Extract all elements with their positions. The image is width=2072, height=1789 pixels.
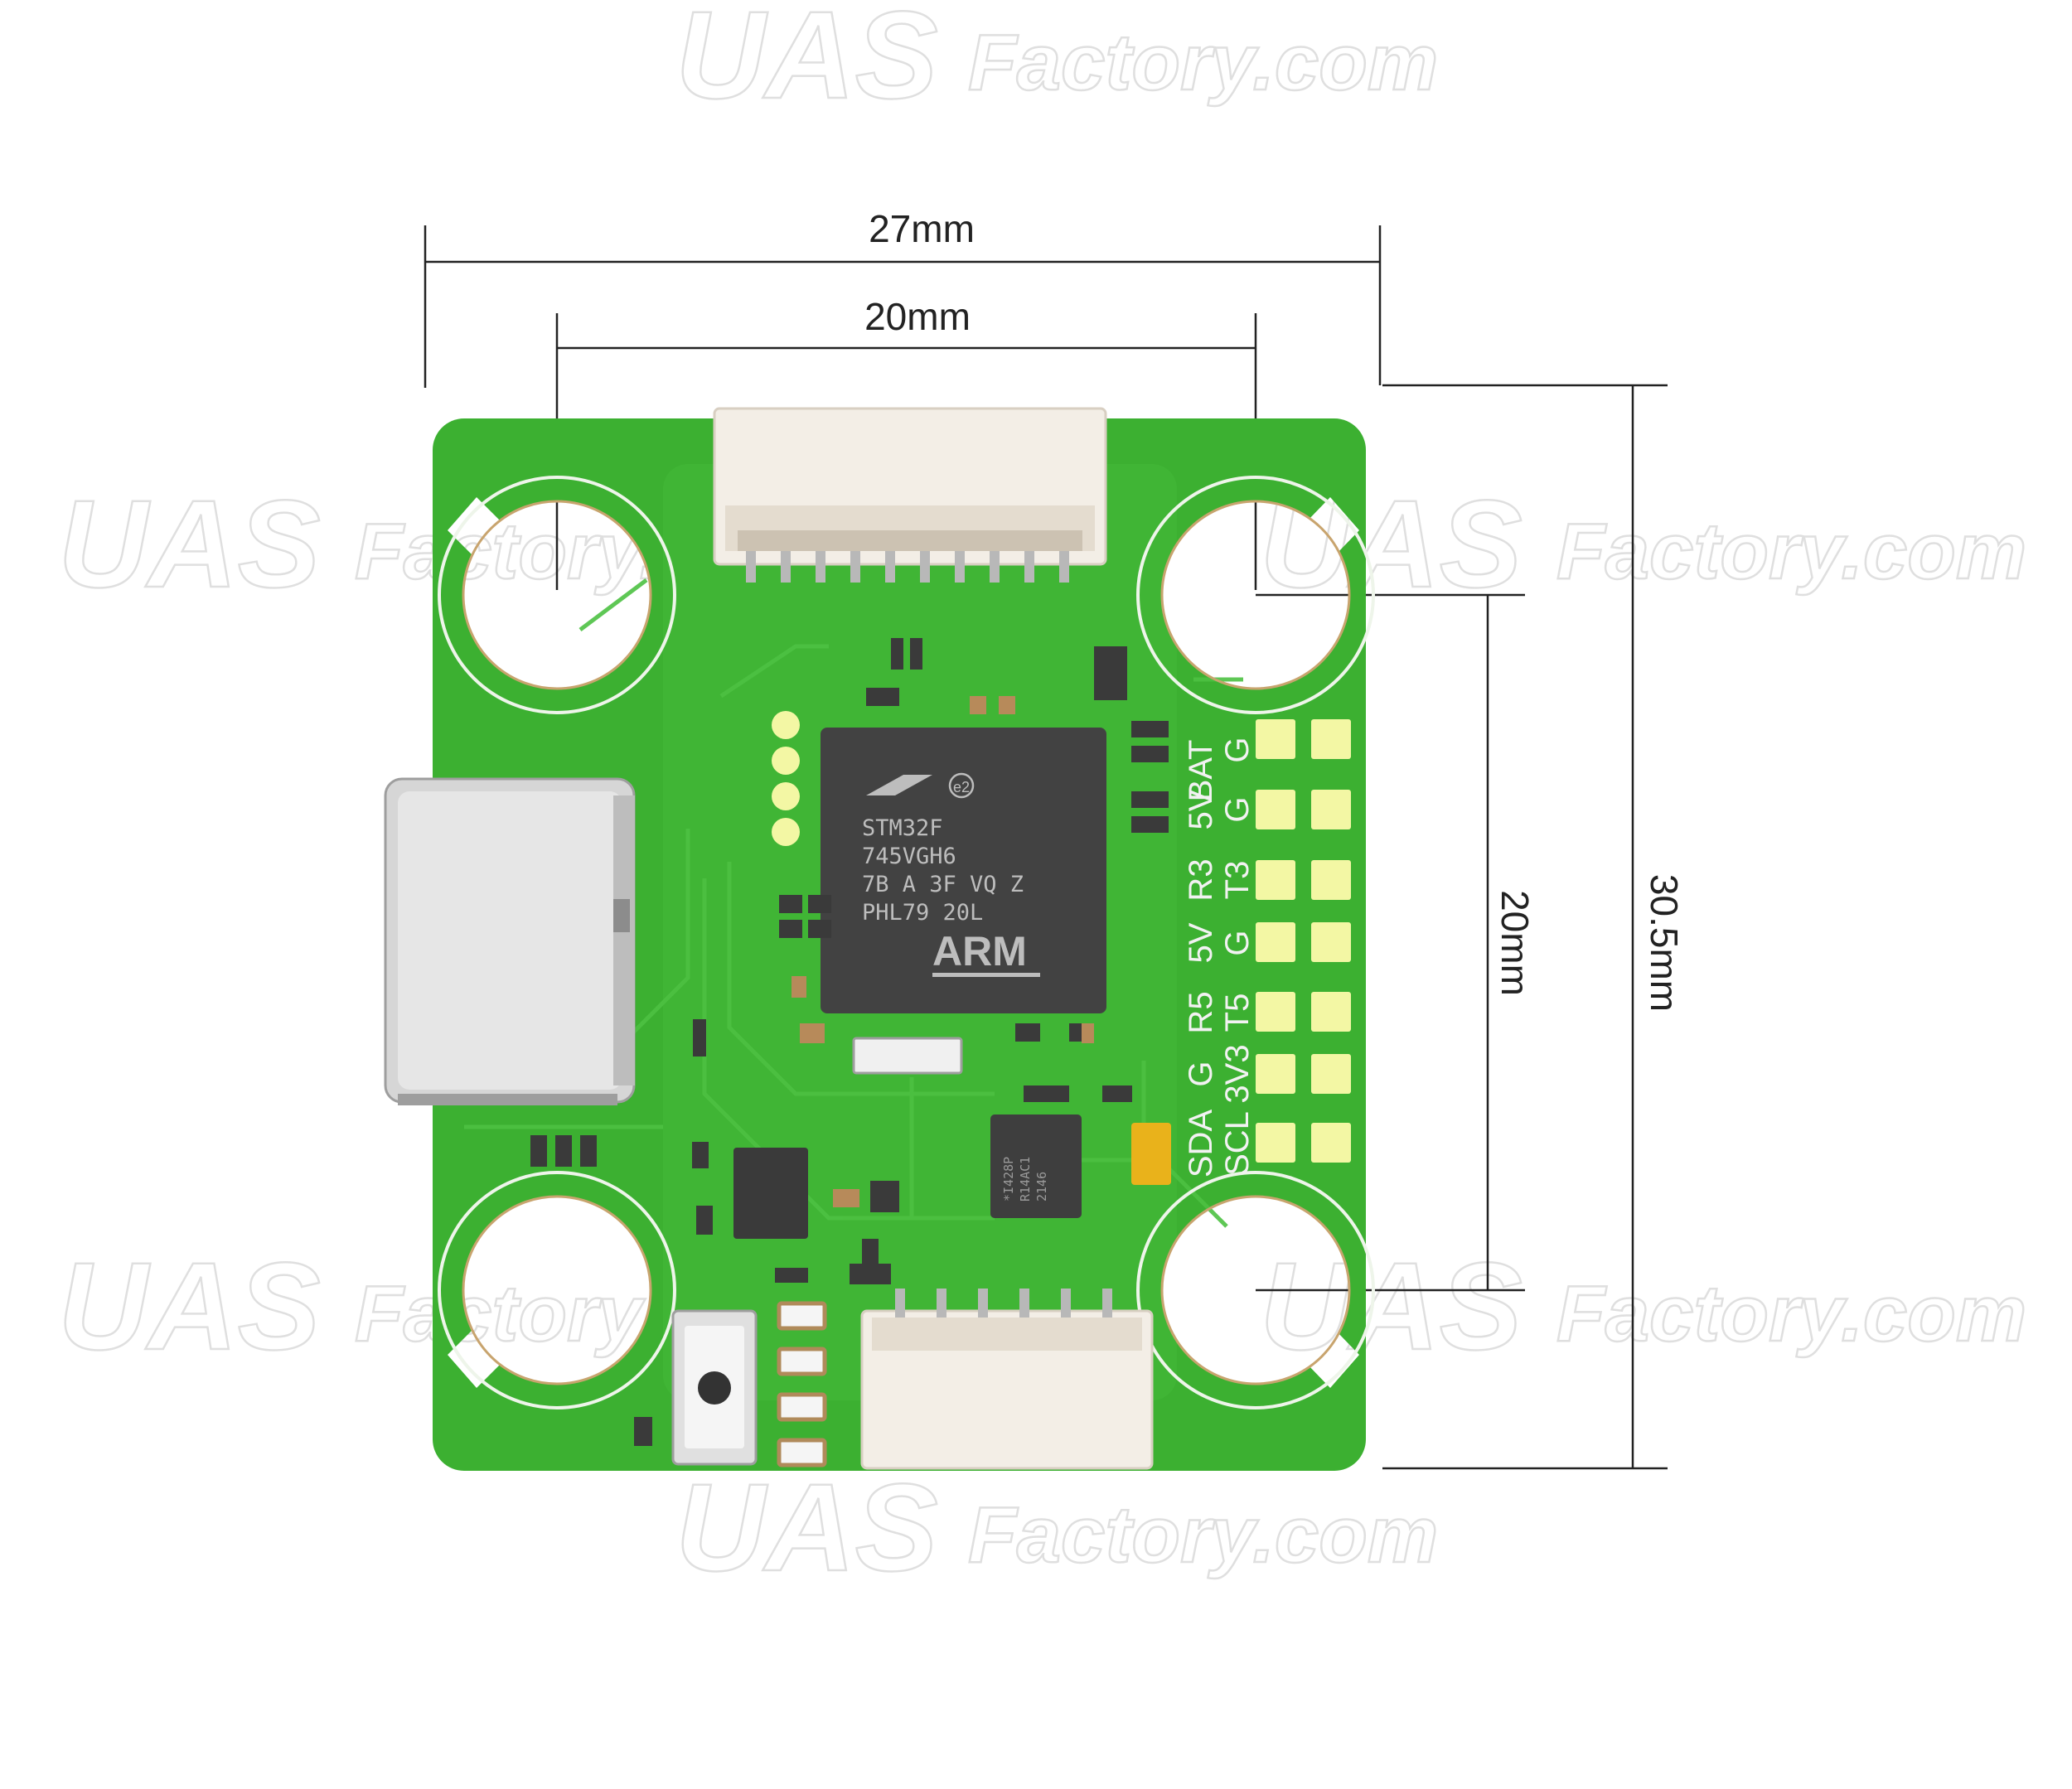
watermark-bottom-right: UAS Factory.com xyxy=(1259,1235,2028,1377)
dim-label-20mm-horizontal: 20mm xyxy=(864,295,971,338)
mcu-badge-ring xyxy=(948,772,975,799)
boot-button xyxy=(671,1309,758,1466)
pad-label-row2-left: 5V xyxy=(1183,789,1219,829)
mcu-line-1: STM32F xyxy=(862,815,943,841)
mcu-line-4: PHL79 20L xyxy=(862,900,983,926)
status-leds xyxy=(777,1301,827,1467)
pad-label-row1-right: G xyxy=(1219,737,1256,762)
mcu-line-3: 7B A 3F VQ Z xyxy=(862,872,1024,897)
watermark-top: UAS Factory.com xyxy=(675,0,1440,125)
dim-label-27mm: 27mm xyxy=(869,207,975,250)
pad-label-row5-right: T5 xyxy=(1219,994,1256,1032)
pad-label-row1-left: BAT xyxy=(1183,740,1219,802)
pad-labels: BAT G 5V G R3 T3 5V G R5 xyxy=(1183,737,1256,1177)
smd-components xyxy=(530,638,1169,1446)
dim-label-20mm-vertical: 20mm xyxy=(1493,890,1537,996)
pad-label-row3-left: R3 xyxy=(1183,858,1219,901)
regulator-chip xyxy=(733,1148,808,1239)
watermark-brand-bottom-left: UAS xyxy=(58,1236,321,1376)
mcu-line-2: 745VGH6 xyxy=(862,844,956,869)
dim-label-30mm: 30.5mm xyxy=(1643,874,1686,1012)
imu-chip: *I428P R14AC1 2146 xyxy=(990,1114,1082,1218)
smd-resistors-brown xyxy=(792,696,1094,1207)
crystal-oscillator xyxy=(852,1037,963,1075)
imu-line-1: *I428P xyxy=(1001,1157,1016,1202)
test-points xyxy=(772,711,800,846)
mcu-badge: e2 xyxy=(953,779,970,795)
watermark-brand-top: UAS xyxy=(675,0,938,124)
mount-hole-edges xyxy=(462,500,1351,1385)
usb-c-port xyxy=(384,777,636,1105)
solder-pads xyxy=(1256,719,1351,1163)
watermark-suffix-top: Factory.com xyxy=(968,18,1438,107)
pad-label-row6-left: G xyxy=(1183,1061,1219,1086)
watermark-suffix-mid-right: Factory.com xyxy=(1556,507,2026,596)
watermark-footer: UAS Factory.com xyxy=(675,1457,1440,1598)
pcb-board: e2 STM32F 745VGH6 7B A 3F VQ Z PHL79 20L… xyxy=(384,407,1375,1471)
tantalum-capacitor xyxy=(1131,1123,1171,1185)
pad-label-row7-right: SCL xyxy=(1219,1111,1256,1176)
pad-label-row3-right: T3 xyxy=(1219,861,1256,900)
pad-label-row5-left: R5 xyxy=(1183,991,1219,1033)
mount-hole-rings xyxy=(438,476,1375,1409)
imu-line-3: 2146 xyxy=(1034,1172,1049,1202)
pad-label-row6-right: 3V3 xyxy=(1219,1044,1256,1103)
imu-line-2: R14AC1 xyxy=(1018,1157,1033,1202)
watermark-brand-mid-left: UAS xyxy=(58,474,321,613)
mcu-arm-logo: ARM xyxy=(932,928,1027,974)
pad-label-row2-right: G xyxy=(1219,796,1256,822)
watermark-suffix-bottom-right: Factory.com xyxy=(1556,1269,2026,1358)
pad-label-row4-left: 5V xyxy=(1183,922,1219,963)
bottom-connector xyxy=(860,1289,1154,1470)
top-connector xyxy=(713,407,1107,583)
pad-label-row4-right: G xyxy=(1219,930,1256,955)
pad-label-row7-left: SDA xyxy=(1183,1110,1219,1178)
watermark-brand-footer: UAS xyxy=(675,1458,938,1597)
st-logo-icon xyxy=(866,775,932,795)
mcu-chip: e2 STM32F 745VGH6 7B A 3F VQ Z PHL79 20L… xyxy=(821,728,1106,1013)
watermark-suffix-footer: Factory.com xyxy=(968,1491,1438,1579)
